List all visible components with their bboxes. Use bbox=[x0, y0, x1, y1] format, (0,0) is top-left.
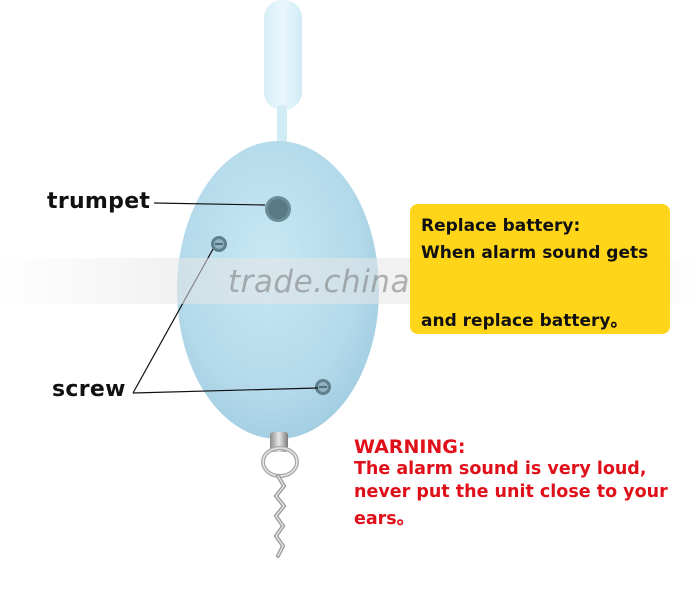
keyring bbox=[261, 432, 299, 558]
warning-line-1: The alarm sound is very loud, bbox=[354, 459, 647, 479]
trumpet-label: trumpet bbox=[47, 189, 151, 214]
warning-line-3: ears。 bbox=[354, 509, 415, 529]
pull-pin-strap bbox=[264, 0, 302, 145]
screw-callout-line-bottom bbox=[132, 387, 319, 394]
battery-note-line-3: and replace battery。 bbox=[421, 311, 628, 331]
screw-bottom bbox=[315, 379, 331, 395]
warning-title: WARNING: bbox=[354, 436, 466, 458]
trumpet-callout-line bbox=[153, 202, 266, 206]
battery-note-box bbox=[410, 204, 670, 334]
battery-note-line-1: When alarm sound gets bbox=[421, 243, 649, 263]
battery-note-title: Replace battery: bbox=[421, 216, 581, 236]
screw-top bbox=[211, 236, 227, 252]
screw-label: screw bbox=[52, 377, 126, 402]
warning-line-2: never put the unit close to your bbox=[354, 482, 668, 502]
